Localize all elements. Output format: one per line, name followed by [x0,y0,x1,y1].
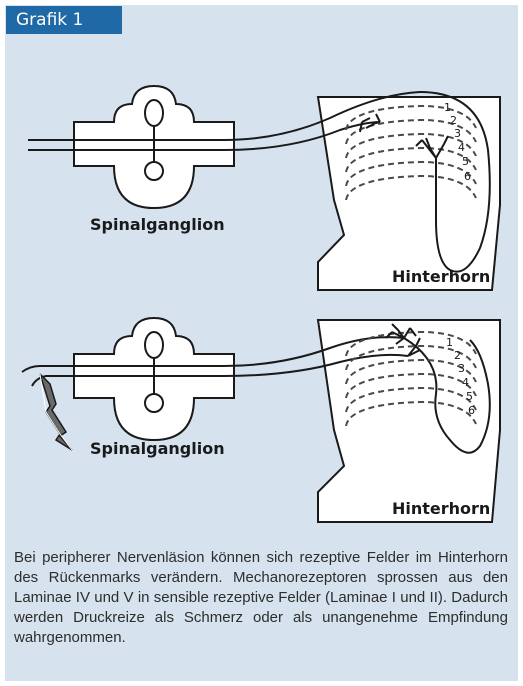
bottom-horn-label: Hinterhorn [392,499,490,518]
top-lamina-6: 6 [464,170,471,183]
top-lamina-3: 3 [454,127,461,140]
bottom-lamina-6: 6 [468,404,475,417]
top-diagram: Spinalganglion Hinterhorn 1 2 3 4 5 6 [28,86,500,290]
lesion-bolt-icon [40,374,72,450]
top-horn-label: Hinterhorn [392,267,490,286]
top-ganglion-cell [145,100,163,126]
bottom-lamina-3: 3 [458,362,465,375]
bottom-lamina-4: 4 [462,376,469,389]
bottom-lamina-5: 5 [466,390,473,403]
bottom-ganglion-cell [145,332,163,358]
figure-caption: Bei peripherer Nervenläsion können sich … [14,548,508,648]
top-ganglion-label: Spinalganglion [90,215,225,234]
top-lamina-5: 5 [462,155,469,168]
top-lamina-2: 2 [450,114,457,127]
bottom-ganglion-label: Spinalganglion [90,439,225,458]
bottom-diagram: Spinalganglion Hinterhorn 1 2 3 4 5 6 [22,318,500,522]
bottom-lamina-1: 1 [446,336,453,349]
top-lamina-1: 1 [444,101,451,114]
bottom-dorsal-horn [318,320,500,522]
bottom-lamina-2: 2 [454,349,461,362]
top-lamina-4: 4 [458,141,465,154]
